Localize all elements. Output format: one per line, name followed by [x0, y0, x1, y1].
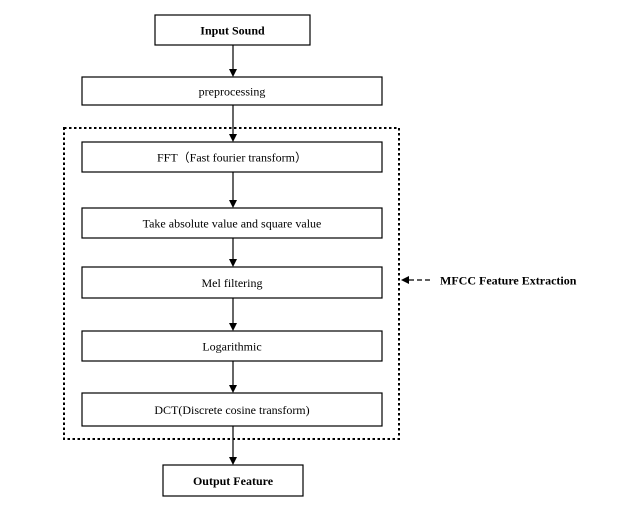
logarithmic-label: Logarithmic: [202, 340, 261, 354]
input-sound-box: [154, 14, 311, 46]
mfcc-group-border: [63, 127, 400, 440]
flow-arrows: [229, 45, 237, 465]
output-feature-box: [162, 464, 304, 497]
node-mel-filtering: Mel filtering: [81, 266, 383, 299]
node-fft: FFT（Fast fourier transform）: [81, 141, 383, 173]
logarithmic-box: [81, 330, 383, 362]
arrow-head-5: [229, 323, 237, 331]
node-logarithmic: Logarithmic: [81, 330, 383, 362]
node-dct: DCT(Discrete cosine transform): [81, 392, 383, 427]
mfcc-group-label: MFCC Feature Extraction: [440, 274, 577, 288]
abs-square-label: Take absolute value and square value: [143, 217, 322, 231]
mel-filtering-label: Mel filtering: [202, 276, 263, 290]
preprocessing-box: [81, 76, 383, 106]
dct-box: [81, 392, 383, 427]
arrow-head-4: [229, 259, 237, 267]
mel-filtering-box: [81, 266, 383, 299]
fft-label: FFT（Fast fourier transform）: [157, 151, 307, 165]
node-output-feature: Output Feature: [162, 464, 304, 497]
arrow-head-7: [229, 457, 237, 465]
node-input-sound: Input Sound: [154, 14, 311, 46]
dct-label: DCT(Discrete cosine transform): [154, 403, 309, 417]
output-feature-label: Output Feature: [193, 474, 274, 488]
arrow-head-3: [229, 200, 237, 208]
preprocessing-label: preprocessing: [199, 85, 266, 99]
fft-box: [81, 141, 383, 173]
mfcc-callout: MFCC Feature Extraction: [401, 274, 577, 288]
node-preprocessing: preprocessing: [81, 76, 383, 106]
arrow-head-6: [229, 385, 237, 393]
callout-arrow-head: [401, 276, 409, 284]
input-sound-label: Input Sound: [200, 24, 265, 38]
node-abs-square: Take absolute value and square value: [81, 207, 383, 239]
abs-square-box: [81, 207, 383, 239]
arrow-head-2: [229, 134, 237, 142]
arrow-head-1: [229, 69, 237, 77]
